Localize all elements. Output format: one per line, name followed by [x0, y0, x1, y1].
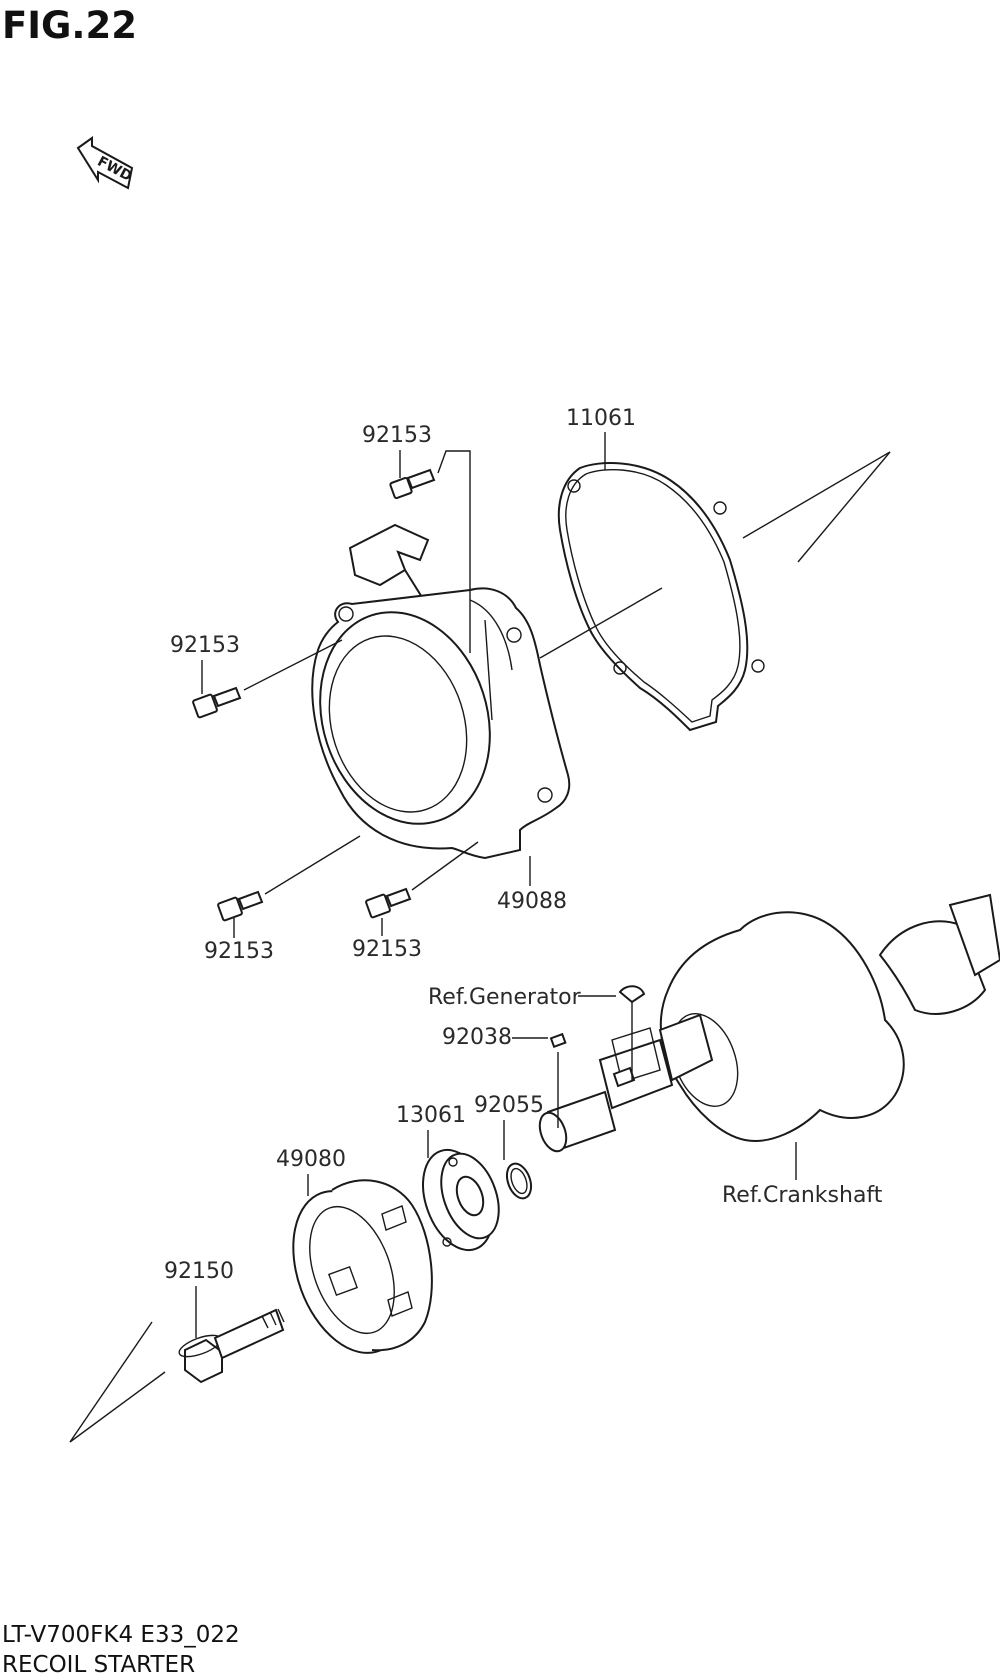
callout-92153-bottom-right: 92153	[352, 937, 422, 962]
callout-92055: 92055	[474, 1093, 544, 1118]
bolt-92153-top	[389, 450, 471, 653]
woodruff-key	[618, 985, 646, 1004]
recoil-starter-housing-49088	[311, 523, 571, 860]
section-name: RECOIL STARTER	[2, 1652, 195, 1678]
callout-ref-crankshaft: Ref.Crankshaft	[722, 1183, 883, 1208]
bolt-92153-bottom-left	[217, 835, 361, 922]
callout-92153-top: 92153	[362, 423, 432, 448]
reference-line-gasket	[539, 587, 663, 659]
reference-line-lower	[69, 1371, 166, 1443]
bolt-92153-left	[192, 639, 343, 719]
callout-92153-bottom-left: 92153	[204, 939, 274, 964]
callout-92038: 92038	[442, 1025, 512, 1050]
callout-13061: 13061	[396, 1103, 466, 1128]
crankshaft	[538, 893, 1000, 1153]
reference-line-lower-2	[69, 1321, 153, 1443]
callout-92153-left: 92153	[170, 633, 240, 658]
callout-92150: 92150	[164, 1259, 234, 1284]
figure-title: FIG.22	[2, 4, 137, 47]
pulley-13061	[422, 1148, 500, 1252]
reference-line-upper	[742, 451, 891, 539]
starter-cup-49080	[292, 1179, 433, 1354]
fwd-arrow-icon: FWD	[76, 136, 134, 190]
o-ring-92055	[505, 1162, 533, 1200]
model-code: LT-V700FK4 E33_022	[2, 1622, 240, 1648]
key-92038	[549, 1032, 567, 1049]
bolt-92153-bottom-right	[365, 841, 479, 919]
gasket-11061	[557, 462, 765, 732]
bolt-92150	[178, 1308, 285, 1384]
reference-line-upper-2	[797, 451, 891, 563]
callout-11061: 11061	[566, 406, 636, 431]
callout-49080: 49080	[276, 1147, 346, 1172]
callout-49088: 49088	[497, 889, 567, 914]
callout-ref-generator: Ref.Generator	[428, 985, 582, 1010]
